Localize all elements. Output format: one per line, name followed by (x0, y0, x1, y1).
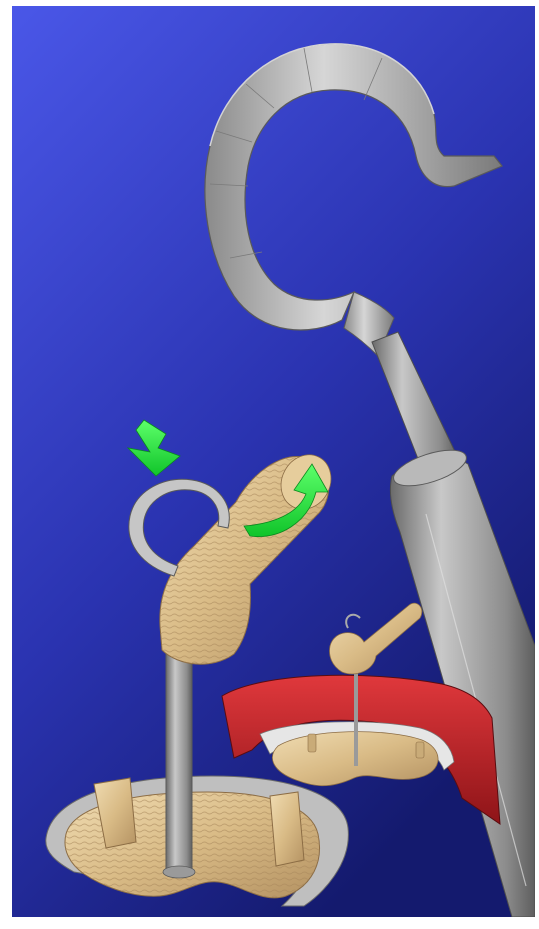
implant-illustration (12, 6, 535, 917)
base-post-right (270, 792, 304, 866)
main-rod (166, 646, 192, 874)
illustration-frame (12, 6, 535, 917)
